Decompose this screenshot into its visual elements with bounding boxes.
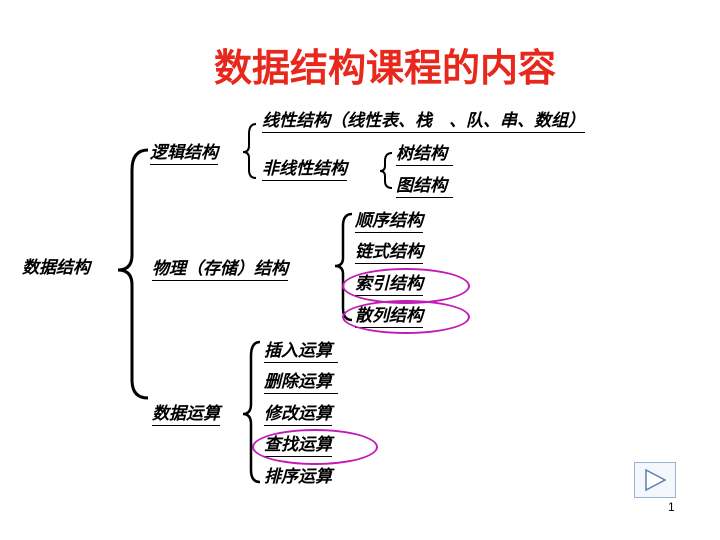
root-brace bbox=[117, 148, 149, 400]
linked-structure-label: 链式结构 bbox=[355, 242, 423, 264]
insert-operation-label: 插入运算 bbox=[264, 341, 338, 363]
operations-brace bbox=[242, 340, 261, 484]
graph-structure-label: 图结构 bbox=[396, 176, 453, 198]
highlight-oval-index bbox=[342, 268, 470, 304]
physical-brace bbox=[334, 212, 353, 322]
sequential-structure-label: 顺序结构 bbox=[355, 211, 423, 233]
nonlinear-structure-label: 非线性结构 bbox=[262, 159, 347, 181]
linear-structure-detail: （线性表、栈 、队、串、数组） bbox=[330, 111, 585, 133]
delete-operation-label: 删除运算 bbox=[264, 372, 338, 394]
data-operations-label: 数据运算 bbox=[152, 404, 220, 426]
play-triangle-icon bbox=[645, 468, 667, 492]
highlight-oval-hash bbox=[342, 300, 470, 334]
highlight-oval-search bbox=[252, 429, 378, 465]
logical-structure-label: 逻辑结构 bbox=[150, 143, 218, 165]
logical-brace bbox=[242, 123, 257, 179]
page-number: 1 bbox=[668, 500, 675, 514]
modify-operation-label: 修改运算 bbox=[264, 404, 332, 426]
linear-structure-label: 线性结构 bbox=[262, 111, 330, 133]
page-title: 数据结构课程的内容 bbox=[214, 45, 557, 90]
physical-structure-label: 物理（存储）结构 bbox=[152, 259, 288, 281]
linear-structure-row: 线性结构（线性表、栈 、队、串、数组） bbox=[262, 111, 585, 133]
next-slide-button[interactable] bbox=[634, 462, 676, 498]
tree-structure-label: 树结构 bbox=[396, 144, 453, 166]
sort-operation-label: 排序运算 bbox=[264, 467, 332, 487]
nonlinear-brace bbox=[379, 152, 393, 189]
root-label: 数据结构 bbox=[22, 258, 90, 278]
